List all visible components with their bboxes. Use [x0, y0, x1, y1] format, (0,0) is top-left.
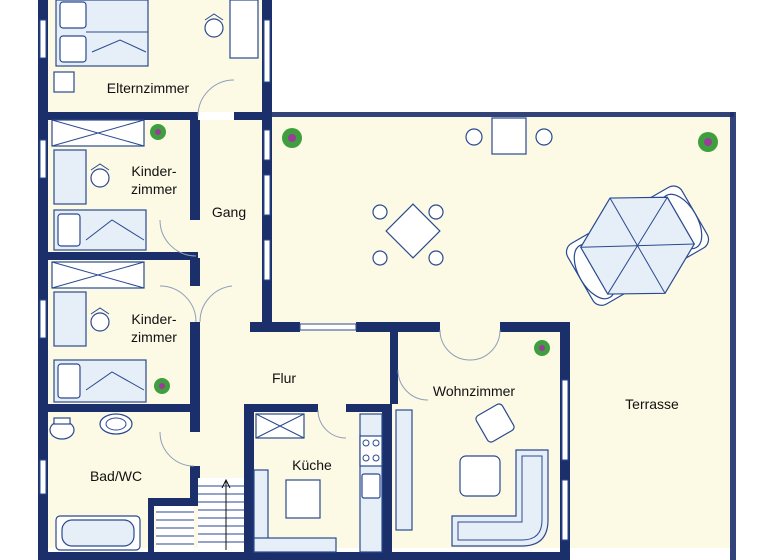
door-arc-icon	[159, 285, 197, 323]
room-label-kinderzimmer-2-line1: Kinder-	[131, 311, 176, 327]
bed-icon	[53, 209, 147, 251]
sink-icon	[361, 473, 381, 499]
door-arc-icon	[469, 329, 501, 361]
window-icon	[263, 19, 271, 83]
table-icon	[285, 479, 321, 519]
window-icon	[263, 174, 271, 216]
walls	[38, 0, 736, 560]
window-icon	[299, 323, 357, 331]
sink-icon	[99, 413, 133, 435]
room-labels: Elternzimmer Kinder- zimmer Gang Kinder-…	[90, 80, 679, 484]
room-label-gang: Gang	[212, 204, 246, 220]
window-icon	[39, 459, 47, 495]
cabinet	[395, 409, 413, 531]
chair-icon	[90, 307, 110, 332]
counter	[253, 537, 337, 553]
windows	[39, 19, 569, 541]
table-icon	[459, 455, 501, 497]
kinderzimmer-2-furniture	[51, 261, 147, 403]
room-label-kueche: Küche	[292, 457, 332, 473]
chair-icon	[90, 163, 110, 188]
parasol-icon	[565, 185, 710, 306]
window-icon	[263, 239, 271, 281]
window-icon	[561, 379, 569, 461]
elternzimmer-furniture	[53, 0, 259, 93]
wardrobe-icon	[51, 119, 145, 147]
room-label-elternzimmer: Elternzimmer	[107, 80, 190, 96]
window-icon	[39, 299, 47, 339]
room-label-terrasse: Terrasse	[625, 396, 679, 412]
door-arc-icon	[197, 79, 235, 117]
plant-icon	[534, 340, 550, 356]
nightstand	[53, 71, 75, 93]
door-arc-icon	[159, 219, 197, 257]
plant-icon	[698, 132, 718, 152]
stove-icon	[359, 435, 383, 467]
window-icon	[263, 129, 271, 161]
desk	[53, 291, 87, 347]
table-icon	[372, 203, 444, 266]
plant-icon	[150, 124, 166, 140]
room-label-kinderzimmer-1-line1: Kinder-	[131, 163, 176, 179]
window-icon	[39, 19, 47, 59]
room-label-kinderzimmer-1-line2: zimmer	[131, 181, 177, 197]
chair-icon	[475, 403, 515, 443]
wardrobe-icon	[51, 261, 145, 289]
door-arc-icon	[439, 329, 471, 361]
door-arc-icon	[159, 431, 195, 467]
wardrobe-icon	[255, 413, 305, 439]
bed-icon	[53, 359, 147, 403]
room-label-wohnzimmer: Wohnzimmer	[433, 383, 516, 399]
terrasse-furniture	[372, 117, 710, 306]
room-label-bad-wc: Bad/WC	[90, 468, 142, 484]
doors	[159, 79, 501, 467]
window-icon	[561, 479, 569, 541]
plant-icon	[154, 378, 170, 394]
bad-furniture	[49, 413, 141, 551]
bathtub-icon	[55, 515, 141, 551]
wardrobe-icon	[229, 0, 259, 59]
room-label-flur: Flur	[272, 370, 296, 386]
table-icon	[465, 117, 553, 155]
door-arc-icon	[397, 369, 429, 401]
kueche-furniture	[253, 413, 383, 553]
desk	[53, 149, 87, 205]
door-arc-icon	[199, 285, 233, 323]
room-label-kinderzimmer-2-line2: zimmer	[131, 329, 177, 345]
plants	[150, 124, 718, 394]
window-icon	[39, 139, 47, 179]
bed-icon	[55, 0, 149, 67]
sofa-icon	[451, 449, 549, 547]
toilet-icon	[49, 417, 75, 440]
kinderzimmer-1-furniture	[51, 119, 147, 251]
door-arc-icon	[317, 409, 347, 439]
stairs-icon	[156, 478, 244, 552]
chair-icon	[204, 13, 224, 38]
wohnzimmer-furniture	[395, 403, 549, 547]
plant-icon	[282, 128, 302, 148]
